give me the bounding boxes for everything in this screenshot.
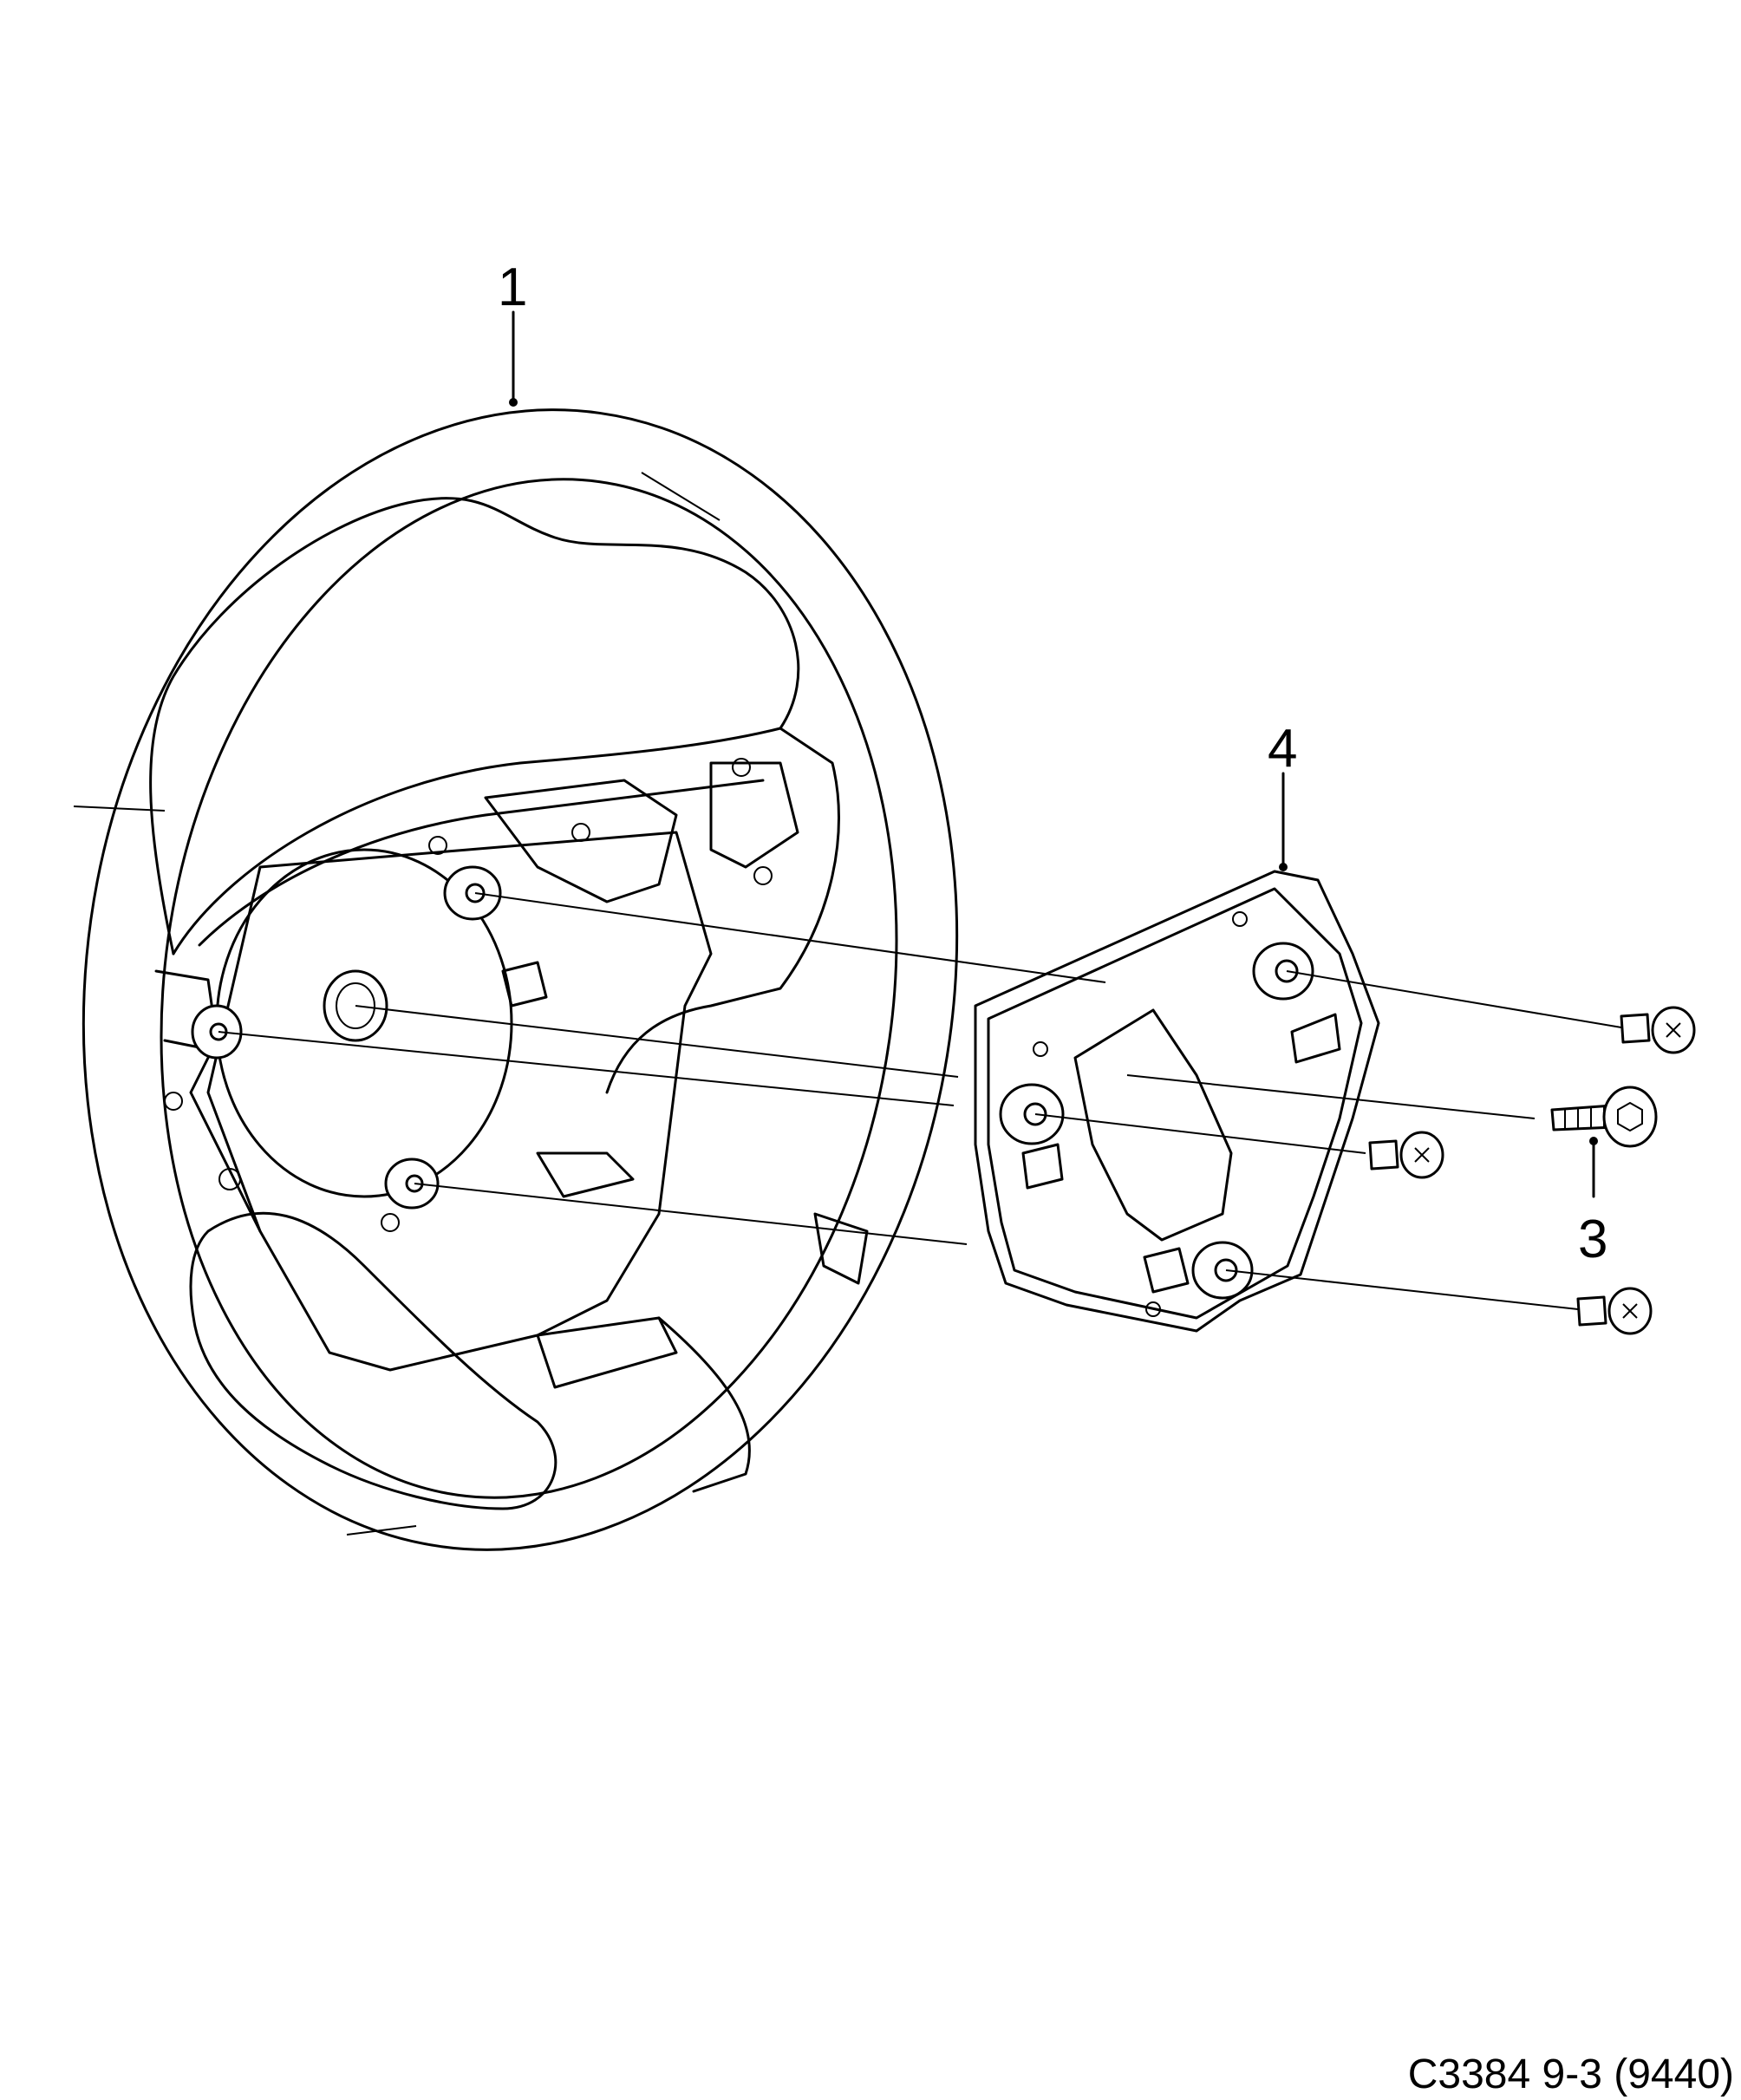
screw-2 xyxy=(1550,1086,1658,1148)
bracket-part-4 xyxy=(974,870,1380,1333)
screw-1 xyxy=(1620,1006,1696,1054)
callout-3: 3 xyxy=(1578,1210,1607,1269)
callout-1: 1 xyxy=(498,258,527,317)
callout-4: 4 xyxy=(1268,719,1297,779)
callout-leaders xyxy=(509,310,1598,1198)
assembly-leader-lines xyxy=(218,892,1106,1245)
screw-4 xyxy=(1576,1287,1653,1335)
screws-part-3 xyxy=(1368,1006,1696,1335)
screw-3 xyxy=(1368,1131,1444,1179)
steering-wheel xyxy=(73,408,959,1551)
screw-leader-lines xyxy=(1034,970,1622,1310)
figure-reference: C3384 9-3 (9440) xyxy=(1408,2051,1734,2097)
